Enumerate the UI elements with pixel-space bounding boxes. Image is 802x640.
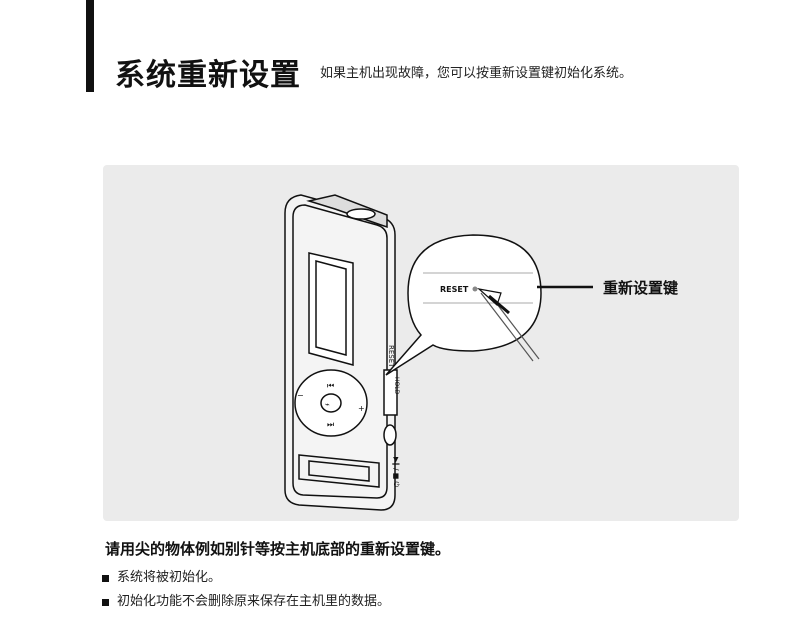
minus-icon: −	[297, 391, 304, 400]
reset-hole	[472, 286, 478, 292]
reset-callout-bubble: RESET	[385, 234, 593, 376]
page-subtitle: 如果主机出现故障，您可以按重新设置键初始化系统。	[320, 66, 633, 81]
center-logo-icon: ⌁	[325, 400, 330, 409]
reset-label: RESET	[440, 285, 469, 294]
play-stop-label: ▶‖ / ■ ⏻	[392, 457, 400, 488]
reset-key-callout-label: 重新设置键	[603, 279, 679, 297]
next-icon: ⏭	[327, 420, 334, 429]
list-item-text: 初始化功能不会删除原来保存在主机里的数据。	[117, 594, 391, 609]
bullet-square-icon	[102, 598, 109, 606]
prev-icon: ⏮	[327, 381, 334, 390]
instruction-text: 请用尖的物体例如别针等按主机底部的重新设置键。	[105, 540, 451, 558]
list-item: 初始化功能不会删除原来保存在主机里的数据。	[102, 590, 390, 614]
list-item: 系统将被初始化。	[102, 566, 390, 590]
device-illustration-panel: ⏮ ⏭ − + ⌁ RESET HOLD ▶‖ / ■ ⏻ RESET 重新设置…	[103, 165, 739, 521]
device-illustration: ⏮ ⏭ − + ⌁ RESET HOLD ▶‖ / ■ ⏻ RESET	[284, 194, 593, 511]
header-accent-bar	[86, 0, 94, 92]
list-item-text: 系统将被初始化。	[117, 570, 222, 585]
bullet-square-icon	[102, 574, 109, 582]
bullet-list: 系统将被初始化。 初始化功能不会删除原来保存在主机里的数据。	[102, 566, 390, 614]
mp3-player-device	[284, 194, 398, 511]
hold-label: HOLD	[393, 377, 400, 395]
plus-icon: +	[358, 404, 365, 413]
side-reset-label: RESET	[387, 345, 395, 368]
page-title: 系统重新设置	[115, 58, 301, 93]
